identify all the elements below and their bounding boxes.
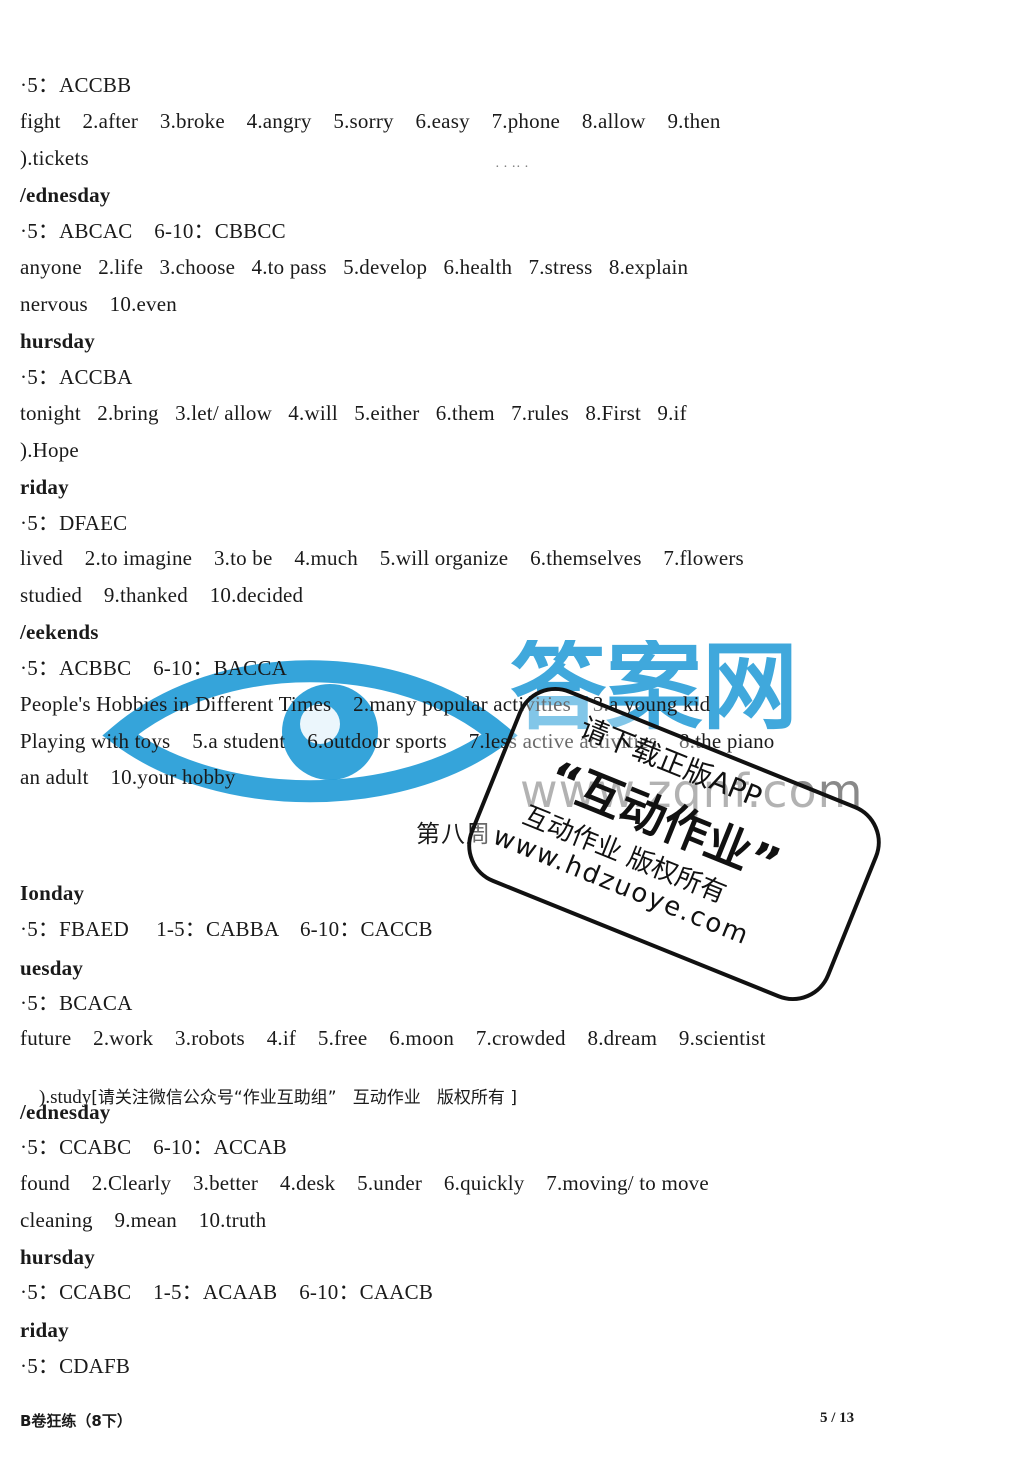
answer-line: lived 2.to imagine 3.to be 4.much 5.will…	[20, 546, 744, 570]
day-heading: hursday	[20, 1245, 95, 1269]
day-heading: Ionday	[20, 881, 85, 905]
day-heading: riday	[20, 1318, 69, 1342]
notice-prefix: ).study	[39, 1087, 92, 1108]
answer-line: ·5：CCABC 1-5：ACAAB 6-10：CAACB	[20, 1280, 434, 1304]
answer-line: found 2.Clearly 3.better 4.desk 5.under …	[20, 1171, 709, 1195]
copyright-notice: ).study[请关注微信公众号“作业互助组” 互动作业 版权所有 ]	[20, 1061, 517, 1131]
day-heading: /ednesday	[20, 1100, 111, 1124]
answer-line: nervous 10.even	[20, 292, 177, 316]
footer-page-number: 5 / 13	[820, 1410, 855, 1426]
answer-line: an adult 10.your hobby	[20, 765, 236, 789]
answer-line: studied 9.thanked 10.decided	[20, 583, 304, 607]
answer-line: future 2.work 3.robots 4.if 5.free 6.moo…	[20, 1026, 766, 1050]
answer-line: fight 2.after 3.broke 4.angry 5.sorry 6.…	[20, 109, 721, 133]
answer-line: ·5：FBAED 1-5：CABBA 6-10：CACCB	[20, 917, 433, 941]
answer-line: tonight 2.bring 3.let/ allow 4.will 5.ei…	[20, 401, 687, 425]
answer-line: cleaning 9.mean 10.truth	[20, 1208, 267, 1232]
day-heading: riday	[20, 475, 69, 499]
watermark-site-url: www.zqnf.com	[520, 764, 864, 818]
answer-line: ·5：ACBBC 6-10：BACCA	[20, 656, 287, 680]
answer-line: ·5：CCABC 6-10：ACCAB	[20, 1135, 287, 1159]
answer-line: Playing with toys 5.a student 6.outdoor …	[20, 729, 775, 753]
week-heading: 第八周	[416, 820, 491, 848]
answer-line: ).tickets	[20, 146, 89, 170]
answer-line: ·5：CDAFB	[20, 1354, 131, 1378]
scan-speckles: · · ·· ·	[495, 160, 529, 175]
day-heading: /eekends	[20, 620, 99, 644]
answer-line: ).Hope	[20, 438, 79, 462]
answer-line: People's Hobbies in Different Times 2.ma…	[20, 692, 711, 716]
day-heading: /ednesday	[20, 183, 111, 207]
notice-chinese: [请关注微信公众号“作业互助组” 互动作业 版权所有 ]	[91, 1088, 517, 1108]
answer-line: ·5：BCACA	[20, 991, 133, 1015]
answer-line: ·5：ABCAC 6-10：CBBCC	[20, 219, 286, 243]
answer-line: ·5：ACCBB	[20, 73, 132, 97]
day-heading: uesday	[20, 956, 84, 980]
copyright-stamp: 请下载正版APP “互动作业” 互动作业 版权所有 www.hdzuoye.co…	[455, 674, 893, 1014]
answer-line: ·5：ACCBA	[20, 365, 133, 389]
answer-line: anyone 2.life 3.choose 4.to pass 5.devel…	[20, 255, 689, 279]
answer-line: ·5：DFAEC	[20, 511, 128, 535]
footer-book-title: B卷狂练（8下）	[20, 1412, 132, 1430]
day-heading: hursday	[20, 329, 95, 353]
